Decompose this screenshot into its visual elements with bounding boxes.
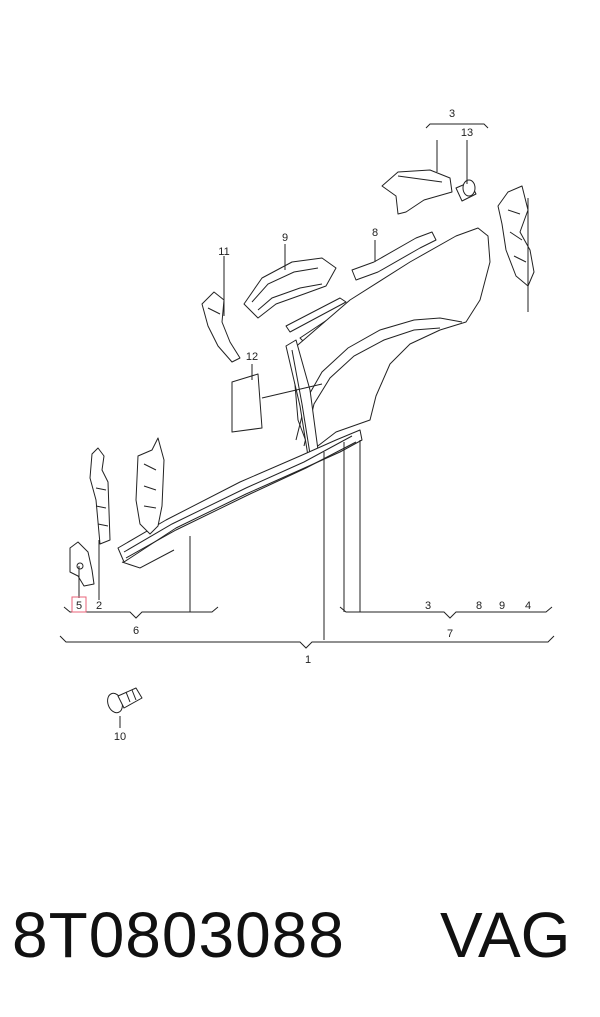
- callout-3-bottom: 3: [425, 600, 431, 612]
- part-13-plug: [455, 179, 477, 202]
- callout-10: 10: [114, 731, 126, 743]
- callout-4: 4: [525, 600, 531, 612]
- callout-5: 5: [76, 600, 82, 612]
- part-5-corner-bracket: [69, 541, 95, 587]
- highlight-box-5: [71, 596, 87, 613]
- callout-11: 11: [218, 246, 229, 258]
- part-9-frame-piece: [243, 257, 337, 319]
- callout-6: 6: [133, 625, 139, 637]
- part-10-clip: [107, 687, 143, 714]
- brand-label: VAG: [440, 899, 571, 971]
- side-panel: [117, 227, 491, 569]
- parts-diagram: 3 13 8 9 11 12 5 2 3 8 9 4 6 7 1 10: [59, 108, 555, 743]
- callout-8-top: 8: [372, 227, 378, 239]
- part-number: 8T0803088: [12, 899, 345, 971]
- part-12-pad: [231, 373, 263, 433]
- callout-13: 13: [461, 127, 473, 139]
- part-2-strip-bracket: [89, 447, 111, 545]
- part-4-inner-bracket: [497, 185, 535, 287]
- callout-9-bottom: 9: [499, 600, 505, 612]
- part-6-pillar-bracket: [135, 437, 165, 535]
- callout-8-bottom: 8: [476, 600, 482, 612]
- callout-2: 2: [96, 600, 102, 612]
- part-8-strip: [351, 231, 437, 281]
- part-3-bracket: [381, 169, 453, 215]
- callout-9-top: 9: [282, 232, 288, 244]
- leader-lines: [78, 123, 529, 728]
- callout-numbers: 3 13 8 9 11 12 5 2 3 8 9 4 6 7 1 10: [76, 108, 531, 743]
- callout-7: 7: [447, 628, 453, 640]
- callout-1: 1: [305, 654, 311, 666]
- part-11-small-bracket: [201, 291, 241, 363]
- callout-3-top: 3: [449, 108, 455, 120]
- group-brackets: [59, 606, 555, 649]
- footer: 8T0803088 VAG: [0, 880, 600, 990]
- callout-12: 12: [246, 351, 258, 363]
